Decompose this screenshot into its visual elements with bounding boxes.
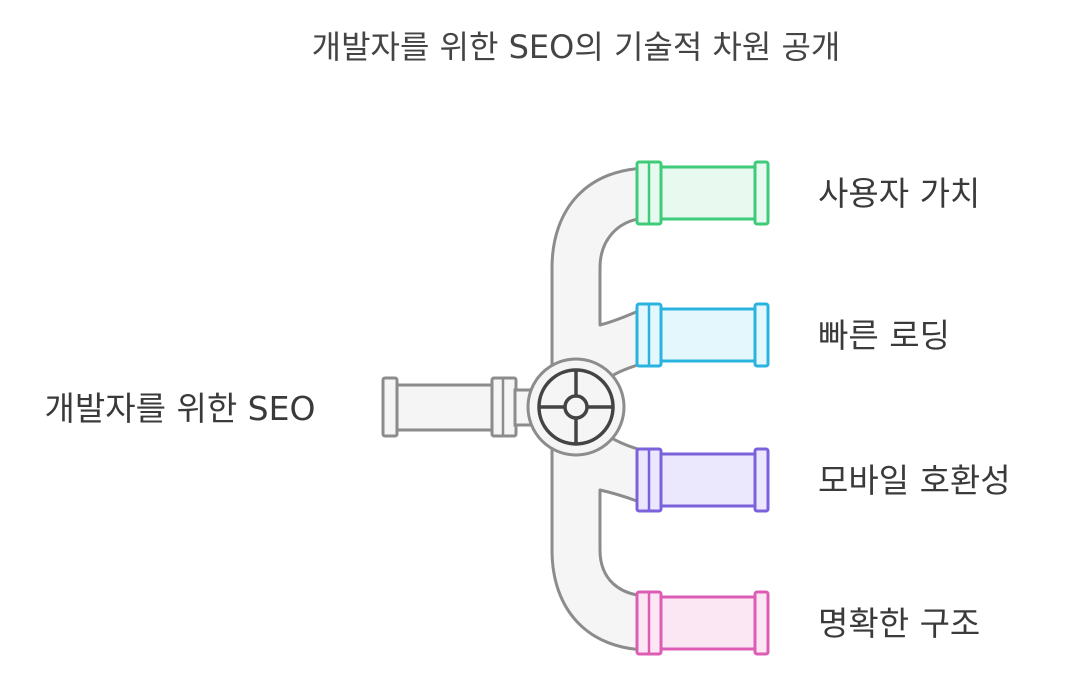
- input-pipe-flange-left: [381, 376, 399, 438]
- output-label-3: 모바일 호환성: [818, 461, 1011, 500]
- output-pipe-flange-right: [753, 447, 770, 513]
- source-label: 개발자를 위한 SEO: [45, 389, 316, 428]
- output-pipe-flange-right: [753, 302, 770, 368]
- output-pipe-1: 사용자 가치: [635, 160, 980, 226]
- output-pipe-4: 명확한 구조: [635, 590, 980, 656]
- valve: [526, 357, 626, 457]
- output-pipe-2: 빠른 로딩: [635, 302, 950, 368]
- output-pipe-3: 모바일 호환성: [635, 447, 1011, 513]
- output-label-1: 사용자 가치: [818, 174, 980, 213]
- output-pipe-flange-right: [753, 590, 770, 656]
- output-label-4: 명확한 구조: [818, 604, 980, 643]
- valve-wheel-icon: [537, 368, 615, 446]
- input-pipe: [381, 376, 535, 438]
- output-pipe-body: [650, 595, 760, 651]
- diagram-title: 개발자를 위한 SEO의 기술적 차원 공개: [312, 28, 841, 66]
- output-pipe-body: [650, 165, 760, 221]
- output-pipe-flange-right: [753, 160, 770, 226]
- output-label-2: 빠른 로딩: [818, 316, 950, 355]
- output-pipe-body: [650, 307, 760, 363]
- input-pipe-body: [393, 383, 507, 432]
- manifold-pipe: [550, 166, 652, 652]
- output-pipe-body: [650, 452, 760, 508]
